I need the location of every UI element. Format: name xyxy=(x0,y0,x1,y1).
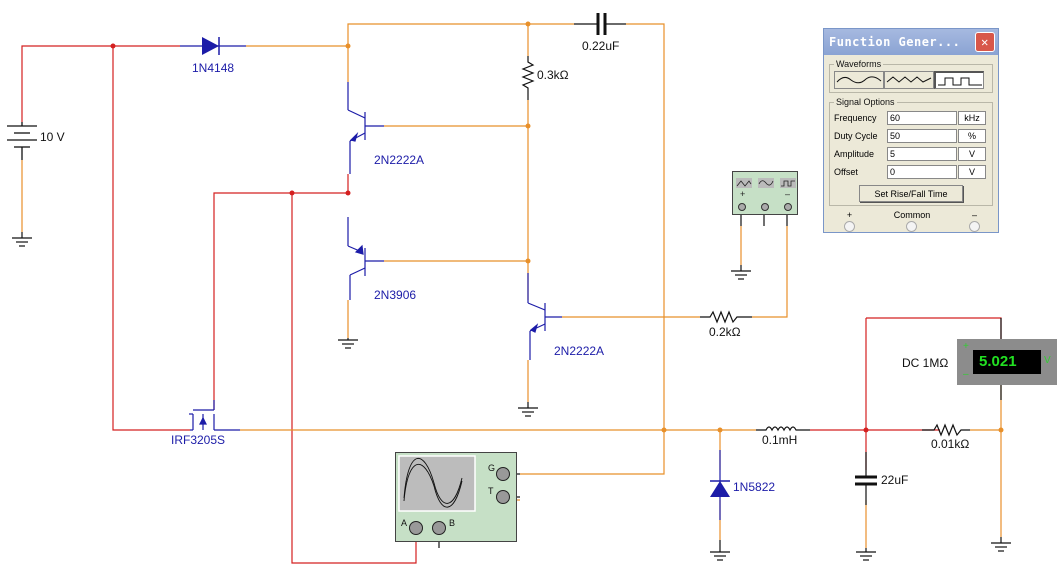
duty-cycle-input[interactable]: 50 xyxy=(887,129,957,143)
ground-symbols xyxy=(12,232,1011,561)
battery-label: 10 V xyxy=(40,130,65,144)
window-title: Function Gener... xyxy=(829,35,961,49)
svg-text:T: T xyxy=(488,486,494,496)
inductor-label: 0.1mH xyxy=(762,433,798,447)
resistor-0.3k[interactable] xyxy=(521,56,535,100)
multimeter-plus: + xyxy=(963,341,969,352)
function-generator-window[interactable]: Function Gener... ✕ Waveforms Signal Opt… xyxy=(823,28,999,233)
close-button[interactable]: ✕ xyxy=(975,32,995,52)
waveforms-group: Waveforms xyxy=(829,59,993,93)
frequency-unit[interactable]: kHz xyxy=(958,111,986,125)
resistor-0.01k-label: 0.01kΩ xyxy=(931,437,970,451)
square-wave-button[interactable] xyxy=(934,71,984,89)
multimeter-readout: 5.021 xyxy=(973,350,1041,374)
scope-b-terminal[interactable] xyxy=(432,521,446,535)
scope-screen xyxy=(398,455,476,512)
multimeter-mode-label: DC 1MΩ xyxy=(902,356,949,370)
scope-g-terminal[interactable] xyxy=(496,467,510,481)
triangle-wave-button[interactable] xyxy=(884,71,934,89)
common-terminal[interactable] xyxy=(906,221,918,232)
diode-1n4148[interactable] xyxy=(180,37,246,55)
resistor-0.2k[interactable] xyxy=(700,310,752,324)
close-icon: ✕ xyxy=(981,35,989,49)
capacitor-0.22uf[interactable] xyxy=(574,13,626,35)
diode-1n5822-label: 1N5822 xyxy=(733,480,776,494)
capacitor-22uf-label: 22uF xyxy=(881,473,909,487)
svg-text:+: + xyxy=(740,189,745,199)
svg-text:A: A xyxy=(401,518,407,528)
resistor-0.3k-label: 0.3kΩ xyxy=(537,68,569,82)
multimeter-unit: V xyxy=(1044,355,1051,366)
plus-terminal[interactable] xyxy=(844,221,855,232)
transistor-q2-2n3906[interactable] xyxy=(347,217,384,300)
transistor-q3-2n2222a[interactable] xyxy=(527,273,562,360)
offset-input[interactable]: 0 xyxy=(887,165,957,179)
square-wave-icon xyxy=(937,77,982,85)
oscilloscope-instrument[interactable]: G T A B xyxy=(395,452,517,542)
transistor-q1-label: 2N2222A xyxy=(374,153,425,167)
fg-minus-terminal[interactable] xyxy=(784,203,792,211)
inductor-0.1mh[interactable] xyxy=(756,426,810,432)
transistor-q1-2n2222a[interactable] xyxy=(347,82,384,174)
scope-a-terminal[interactable] xyxy=(409,521,423,535)
amplitude-row: Amplitude 5 V xyxy=(834,145,988,163)
offset-unit[interactable]: V xyxy=(958,165,986,179)
scope-t-terminal[interactable] xyxy=(496,490,510,504)
battery-10v[interactable] xyxy=(7,122,37,160)
fg-plus-terminal[interactable] xyxy=(738,203,746,211)
amplitude-input[interactable]: 5 xyxy=(887,147,957,161)
signal-options-group: Signal Options Frequency 60 kHz Duty Cyc… xyxy=(829,97,993,206)
multimeter-minus: – xyxy=(963,369,969,380)
svg-text:B: B xyxy=(449,518,455,528)
minus-terminal[interactable] xyxy=(968,221,980,232)
resistor-0.01k[interactable] xyxy=(922,423,970,437)
sine-wave-icon xyxy=(836,76,882,84)
diode-1n5822[interactable] xyxy=(710,450,730,520)
multimeter-instrument[interactable]: + – 5.021 V xyxy=(957,339,1057,385)
fg-common-terminal[interactable] xyxy=(761,203,769,211)
svg-text:G: G xyxy=(488,463,495,473)
frequency-input[interactable]: 60 xyxy=(887,111,957,125)
triangle-wave-icon xyxy=(736,178,752,188)
duty-cycle-row: Duty Cycle 50 % xyxy=(834,127,988,145)
terminals-row: + Common – xyxy=(824,206,998,232)
set-rise-fall-time-button[interactable]: Set Rise/Fall Time xyxy=(859,185,963,202)
duty-cycle-unit: % xyxy=(958,129,986,143)
transistor-q2-label: 2N3906 xyxy=(374,288,417,302)
triangle-wave-icon xyxy=(886,76,932,83)
frequency-row: Frequency 60 kHz xyxy=(834,109,988,127)
diode-1n4148-label: 1N4148 xyxy=(192,61,235,75)
resistor-0.2k-label: 0.2kΩ xyxy=(709,325,741,339)
sine-wave-button[interactable] xyxy=(834,71,884,89)
capacitor-22uf[interactable] xyxy=(855,452,877,505)
amplitude-unit[interactable]: V xyxy=(958,147,986,161)
capacitor-0.22uf-label: 0.22uF xyxy=(582,39,620,53)
junction-dots xyxy=(110,21,1004,433)
offset-row: Offset 0 V xyxy=(834,163,988,181)
mosfet-irf3205s[interactable] xyxy=(189,400,240,431)
mosfet-label: IRF3205S xyxy=(171,433,226,447)
transistor-q3-label: 2N2222A xyxy=(554,344,605,358)
function-generator-instrument[interactable]: + – xyxy=(732,171,798,215)
window-titlebar[interactable]: Function Gener... ✕ xyxy=(824,29,998,55)
svg-text:–: – xyxy=(785,189,790,199)
